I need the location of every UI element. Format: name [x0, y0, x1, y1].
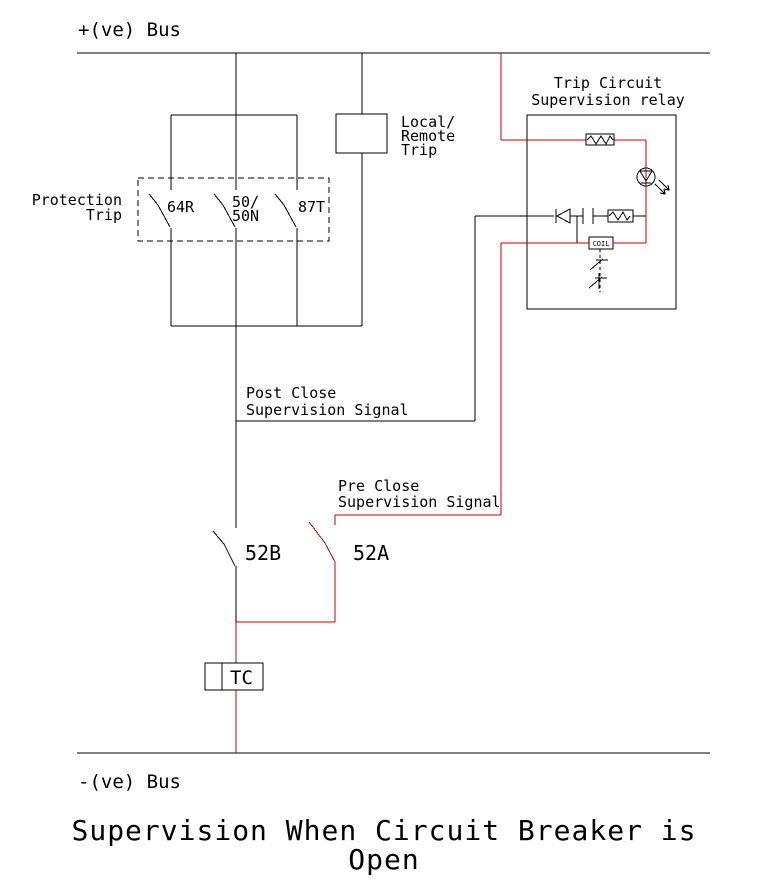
relay-contact-1: [589, 258, 608, 271]
switch-52b-label: 52B: [245, 541, 281, 565]
positive-bus-label: +(ve) Bus: [78, 19, 181, 41]
local-remote-trip-box: [335, 113, 388, 154]
local-remote-label-2: Remote: [401, 127, 455, 145]
protection-trip-dashed-box: [137, 177, 330, 242]
relay-title-1: Trip Circuit: [554, 74, 662, 92]
diagram-title-1: Supervision When Circuit Breaker is: [71, 814, 696, 847]
relay-contacts: [588, 249, 608, 292]
local-remote-trip-branch: [335, 53, 388, 326]
supervision-relay-box: [526, 114, 677, 310]
relay-resistor-top: [585, 133, 615, 146]
negative-bus-label: -(ve) Bus: [78, 771, 181, 793]
led-triangle: [639, 170, 653, 182]
pre-close-label-1: Pre Close: [338, 477, 419, 495]
relay-resistor-mid: [607, 209, 646, 223]
switch-52a-blade: [308, 521, 336, 563]
led-indicator: [636, 167, 670, 195]
post-close-signal-wire: [236, 215, 554, 422]
trip-coil-label: TC: [230, 667, 253, 689]
relay-title-2: Supervision relay: [531, 91, 685, 109]
local-remote-label-1: Local/: [401, 113, 455, 131]
switch-50-50n: [213, 193, 236, 228]
protection-trip-label-2: Trip: [86, 206, 122, 224]
post-close-label-2: Supervision Signal: [246, 401, 409, 419]
relay-coil-branch: [576, 216, 646, 250]
switch-87t-label: 87T: [298, 198, 325, 216]
switch-64r-label: 64R: [167, 198, 195, 216]
relay-capacitor: [582, 208, 608, 224]
energized-path: [235, 53, 647, 753]
switch-50-label-1: 50/: [232, 193, 259, 211]
trip-coil-box: [204, 662, 264, 691]
switch-64r: [148, 193, 171, 228]
post-close-label-1: Post Close: [246, 384, 336, 402]
relay-contact-2: [588, 273, 607, 289]
switch-52a-label: 52A: [353, 541, 389, 565]
led-arrows-icon: [654, 179, 670, 195]
switch-52b: [212, 530, 237, 622]
pre-close-label-2: Supervision Signal: [338, 493, 501, 511]
relay-diode: [555, 208, 583, 224]
protection-trip-label-1: Protection: [32, 191, 122, 209]
switch-87t: [274, 193, 297, 228]
switch-50-label-2: 50N: [232, 207, 259, 225]
local-remote-label-3: Trip: [401, 141, 437, 159]
diagram-title-2: Open: [348, 843, 419, 876]
relay-coil-label: COIL: [593, 240, 610, 248]
protection-trip-wiring: [170, 53, 362, 327]
